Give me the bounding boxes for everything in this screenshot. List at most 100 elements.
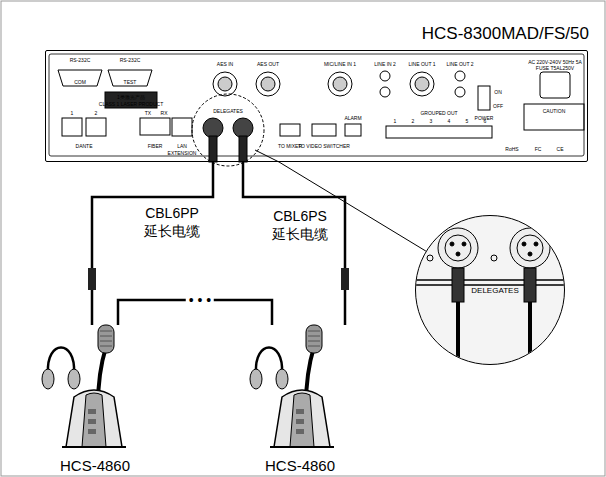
rear-panel — [108, 70, 152, 86]
inset-detail — [458, 302, 530, 370]
inset-detail — [438, 228, 478, 268]
rear-panel — [380, 71, 390, 81]
panel-label: AC 220V-240V 50Hz 5A — [528, 60, 582, 65]
inset-detail — [534, 242, 538, 246]
panel-label: 6 — [484, 119, 487, 124]
inset-detail — [510, 228, 550, 268]
panel-label: AES IN — [217, 62, 233, 67]
rear-panel — [58, 70, 102, 86]
inset-detail — [416, 280, 564, 285]
panel-label: OFF — [493, 104, 503, 109]
rear-panel — [256, 72, 280, 96]
panel-label: EXTENSION — [168, 151, 197, 156]
panel-label: CAUTION — [543, 109, 566, 114]
microphone-unit: HCS-4860 — [245, 325, 355, 475]
microphone-unit: HCS-4860 — [40, 325, 150, 475]
panel-label: ON — [494, 90, 502, 95]
panel-label: RS-232C — [70, 58, 91, 63]
cable-plug — [341, 268, 349, 290]
panel-label: AES OUT — [257, 62, 279, 67]
inset-detail — [416, 216, 564, 370]
inset-detail — [462, 242, 466, 246]
inset-detail — [522, 242, 526, 246]
panel-label: 1类激光产品 — [117, 95, 145, 100]
rear-panel — [455, 87, 465, 97]
rear-panel — [386, 126, 492, 138]
rear-panel — [203, 118, 223, 138]
rear-panel — [380, 87, 390, 97]
rear-panel — [540, 72, 570, 98]
rear-panel — [478, 86, 490, 110]
panel-label: CLASS 1 LASER PRODUCT — [99, 102, 163, 107]
panel-label: DANTE — [76, 144, 93, 149]
panel-label: LINE OUT 2 — [446, 62, 473, 67]
rear-panel — [172, 118, 192, 136]
model-label: HCS-4860 — [265, 458, 335, 473]
panel-label: TEST — [124, 80, 137, 85]
rear-panel — [239, 136, 247, 162]
rear-panel — [455, 71, 465, 81]
rear-panel — [328, 72, 352, 96]
inset-detail — [528, 252, 532, 256]
rear-panel — [49, 54, 584, 156]
detail-inset: DELEGATES — [415, 215, 565, 365]
rear-panel — [233, 118, 253, 138]
cable-plug — [88, 268, 96, 290]
model-heading: HCS-8300MAD/FS/50 — [422, 25, 589, 42]
port-label: DELEGATES — [470, 287, 519, 295]
panel-label: 2 — [412, 119, 415, 124]
rear-panel — [140, 118, 170, 135]
rear-panel — [345, 124, 361, 136]
panel-label: RS-232C — [120, 58, 141, 63]
panel-label: LAN — [177, 144, 187, 149]
panel-label: 3 — [430, 119, 433, 124]
panel-label: RX — [161, 111, 168, 116]
panel-label: 2 — [95, 111, 98, 116]
panel-label: DELEGATES — [213, 109, 243, 114]
rear-panel — [261, 77, 275, 91]
rear-panel — [415, 77, 429, 91]
inset-detail — [450, 242, 454, 246]
inset-detail — [517, 235, 543, 261]
rear-panel — [255, 150, 279, 162]
inset-detail — [445, 235, 471, 261]
inset-detail — [456, 252, 460, 256]
rear-panel — [86, 118, 106, 136]
panel-label: LINE OUT 1 — [408, 62, 435, 67]
illustration — [42, 325, 126, 447]
panel-label: GROUPED OUT — [420, 111, 457, 116]
rear-panel — [218, 77, 232, 91]
panel-label: 1 — [71, 111, 74, 116]
rear-panel — [62, 118, 82, 136]
cable-label: CBL6PP 延长电缆 — [140, 205, 204, 240]
panel-label: RoHS — [505, 147, 518, 152]
panel-label: CE — [557, 147, 564, 152]
inset-detail — [491, 255, 497, 261]
rear-panel — [333, 77, 347, 91]
rear-panel — [280, 124, 300, 136]
inset-detail — [524, 268, 536, 302]
continuation-dots: • • • — [186, 293, 214, 307]
panel-label: FIBER — [148, 144, 163, 149]
rear-panel — [192, 94, 264, 166]
illustration — [250, 325, 334, 447]
rear-panel — [312, 124, 336, 136]
inset-detail — [416, 216, 564, 364]
inset-detail — [427, 255, 433, 261]
panel-label: FC — [535, 147, 542, 152]
rear-panel — [49, 54, 584, 166]
rear-panel — [213, 72, 237, 96]
panel-label: COM — [74, 80, 86, 85]
panel-label: 5 — [466, 119, 469, 124]
inset-detail — [452, 268, 464, 302]
rear-panel — [209, 136, 217, 162]
rear-panel — [524, 104, 584, 130]
model-label: HCS-4860 — [60, 458, 130, 473]
panel-label: LINE IN 2 — [374, 62, 396, 67]
panel-label: 4 — [448, 119, 451, 124]
panel-label: ALARM — [344, 116, 361, 121]
cable-label: CBL6PS 延长电缆 — [268, 208, 332, 243]
panel-label: MIC/LINE IN 1 — [324, 62, 356, 67]
